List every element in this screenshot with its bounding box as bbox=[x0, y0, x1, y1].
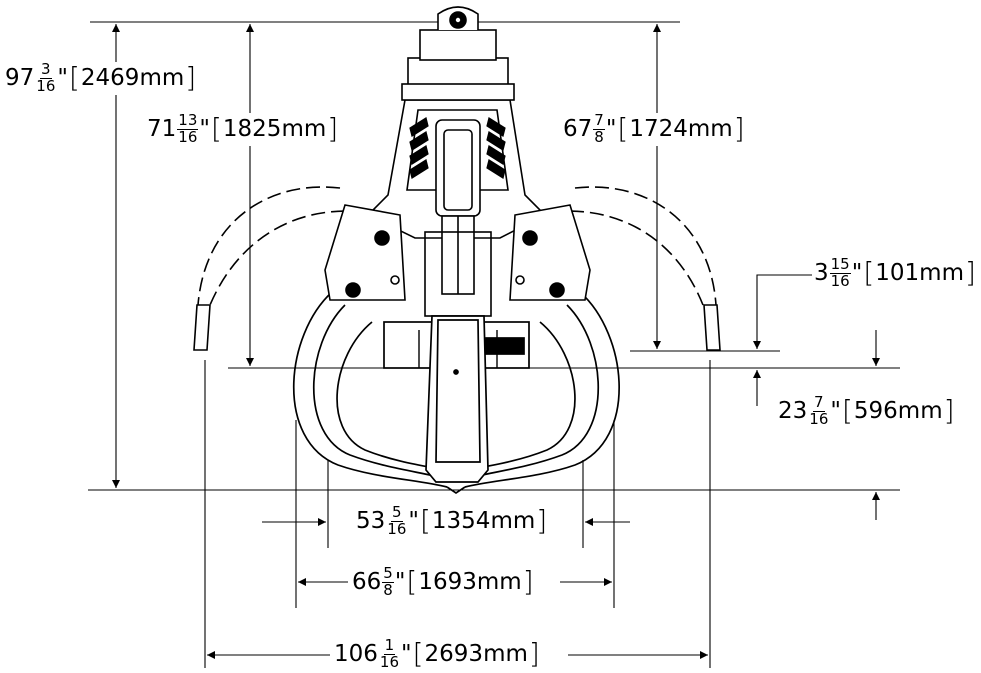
lower-detail bbox=[418, 330, 498, 368]
dimension-lines bbox=[112, 24, 880, 659]
dim-inch-mark: " bbox=[394, 568, 406, 595]
dim-mm: 1693mm bbox=[418, 568, 522, 595]
dim-mm: 2469mm bbox=[80, 64, 185, 91]
dim-inch-mark: " bbox=[57, 64, 68, 91]
dim-mm: 1354mm bbox=[431, 507, 536, 534]
dim-whole: 67 bbox=[563, 115, 593, 142]
closed-tines bbox=[292, 291, 620, 495]
frame-slots bbox=[409, 117, 506, 179]
dim-inch-mark: " bbox=[401, 640, 412, 667]
dim-inch-mark: " bbox=[408, 507, 419, 534]
dim-whole: 3 bbox=[814, 259, 829, 286]
dim-whole: 66 bbox=[352, 568, 382, 595]
dim-whole: 97 bbox=[5, 64, 35, 91]
dim-whole: 23 bbox=[778, 397, 808, 424]
dim-inch-mark: " bbox=[605, 115, 617, 142]
dim-mm: 1724mm bbox=[629, 115, 733, 142]
dim-inch-mark: " bbox=[199, 115, 210, 142]
dim-whole: 53 bbox=[356, 507, 386, 534]
rotator bbox=[401, 6, 515, 101]
dim-inch-mark: " bbox=[830, 397, 841, 424]
center-body bbox=[383, 315, 530, 483]
dim-mm: 101mm bbox=[875, 259, 964, 286]
side-brackets bbox=[324, 204, 591, 301]
hanger-eye bbox=[449, 11, 467, 29]
pivot-pins bbox=[345, 230, 565, 298]
dim-mm: 1825mm bbox=[222, 115, 327, 142]
extension-lines bbox=[88, 21, 900, 668]
dim-whole: 106 bbox=[334, 640, 378, 667]
center-cylinder bbox=[424, 119, 492, 317]
open-tines bbox=[197, 186, 717, 306]
dim-mm: 2693mm bbox=[424, 640, 528, 667]
dim-whole: 71 bbox=[147, 115, 177, 142]
open-tine-tips bbox=[193, 304, 721, 351]
dim-mm: 596mm bbox=[853, 397, 943, 424]
dim-inch-mark: " bbox=[851, 259, 863, 286]
